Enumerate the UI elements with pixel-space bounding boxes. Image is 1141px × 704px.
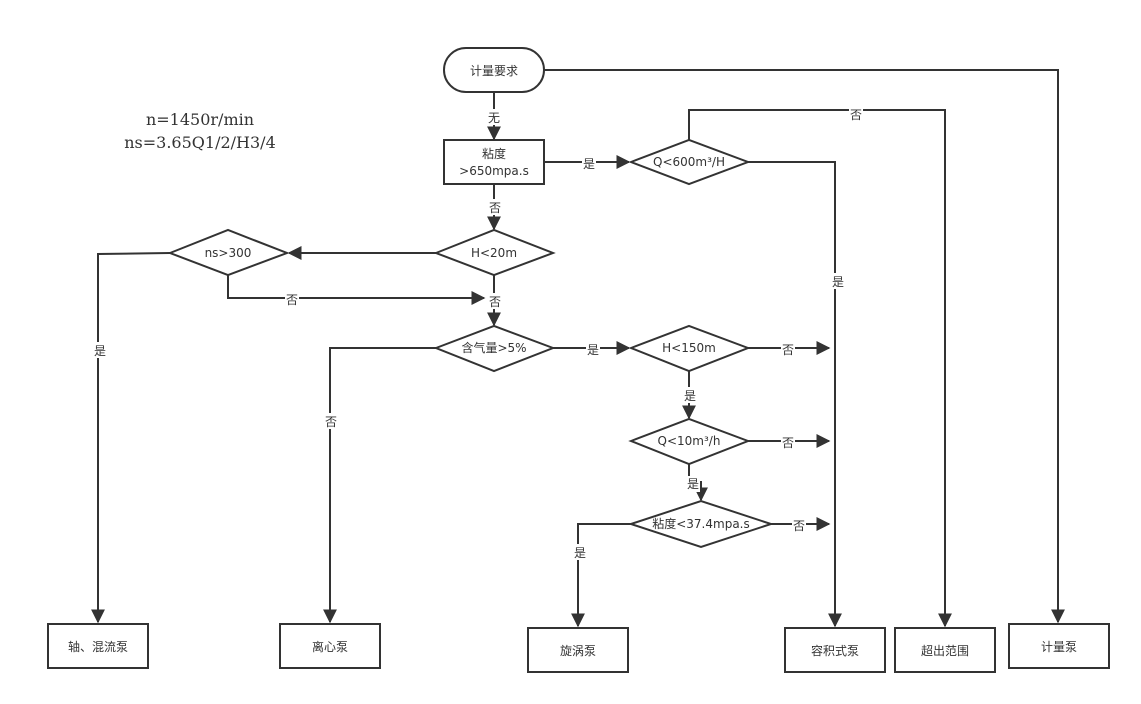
edge-label-visc-no: 否 [487, 199, 501, 215]
svg-text:是: 是 [832, 275, 844, 289]
edge-visc37-yes [571, 523, 631, 628]
svg-text:是: 是 [687, 477, 699, 491]
svg-text:粘度: 粘度 [482, 146, 506, 161]
svg-text:H<150m: H<150m [662, 341, 716, 355]
svg-text:容积式泵: 容积式泵 [811, 643, 859, 658]
svg-text:是: 是 [587, 343, 599, 357]
specific-speed-formula: ns=3.65Q1/2/H3/4 [124, 133, 276, 152]
edge-label-visc-yes: 是 [582, 155, 596, 171]
edge-label-gas-no: 否 [323, 413, 337, 429]
svg-text:是: 是 [574, 546, 586, 560]
svg-text:粘度<37.4mpa.s: 粘度<37.4mpa.s [652, 516, 750, 531]
edge-q600-no [688, 109, 952, 628]
svg-text:离心泵: 离心泵 [312, 639, 348, 654]
svg-text:否: 否 [793, 519, 805, 533]
out-of-range-box: 超出范围 [894, 627, 996, 673]
h20-decision: H<20m [433, 228, 556, 277]
svg-text:含气量>5%: 含气量>5% [461, 340, 526, 355]
edge-label-gas-yes: 是 [586, 341, 600, 357]
viscosity-37-decision: 粘度<37.4mpa.s [627, 499, 775, 549]
metering-pump-box: 计量泵 [1008, 623, 1110, 669]
svg-text:是: 是 [583, 157, 595, 171]
edge-ns300-no [227, 275, 486, 305]
svg-text:否: 否 [782, 343, 794, 357]
svg-text:Q<10m³/h: Q<10m³/h [658, 434, 721, 448]
svg-text:是: 是 [94, 344, 106, 358]
viscosity-650-process: 粘度 >650mpa.s [443, 139, 545, 185]
svg-text:否: 否 [325, 415, 337, 429]
svg-text:超出范围: 超出范围 [921, 643, 969, 658]
edge-label-start-visc: 无 [487, 109, 501, 125]
edge-label-h150-yes: 是 [683, 387, 697, 403]
svg-text:否: 否 [286, 293, 298, 307]
svg-text:Q<600m³/H: Q<600m³/H [653, 155, 725, 169]
edge-label-visc37-yes: 是 [573, 544, 587, 560]
vortex-pump-box: 旋涡泵 [527, 627, 629, 673]
svg-text:否: 否 [850, 108, 862, 122]
svg-text:否: 否 [489, 295, 501, 309]
edge-label-q600-yes: 是 [831, 273, 845, 289]
edge-q600-yes [748, 161, 842, 628]
q600-decision: Q<600m³/H [628, 138, 751, 186]
svg-text:计量泵: 计量泵 [1041, 640, 1077, 654]
ns300-decision: ns>300 [167, 228, 290, 277]
edge-label-ns300-no: 否 [285, 291, 299, 307]
svg-text:H<20m: H<20m [471, 246, 517, 260]
axial-mixed-flow-pump-box: 轴、混流泵 [47, 623, 149, 669]
svg-text:否: 否 [489, 201, 501, 215]
svg-text:轴、混流泵: 轴、混流泵 [68, 639, 128, 654]
rpm-annotation: n=1450r/min [146, 110, 254, 129]
edge-label-q600-no: 否 [849, 106, 863, 122]
svg-text:>650mpa.s: >650mpa.s [459, 164, 529, 178]
svg-text:否: 否 [782, 436, 794, 450]
edge-label-h150-no: 否 [781, 341, 795, 357]
edge-gas-no [323, 347, 436, 624]
edge-ns300-yes [91, 252, 171, 624]
svg-text:计量要求: 计量要求 [470, 64, 518, 78]
edge-label-q10-no: 否 [781, 434, 795, 450]
h150-decision: H<150m [628, 324, 751, 373]
q10-decision: Q<10m³/h [628, 417, 751, 466]
svg-text:是: 是 [684, 389, 696, 403]
edge-label-q10-yes: 是 [686, 476, 700, 492]
edge-label-ns300-yes: 是 [91, 342, 106, 358]
svg-text:无: 无 [488, 111, 500, 125]
gas-content-decision: 含气量>5% [433, 324, 556, 373]
edge-start-to-metering-pump [544, 69, 1065, 624]
svg-text:旋涡泵: 旋涡泵 [560, 644, 596, 658]
start-terminal: 计量要求 [443, 47, 545, 93]
svg-text:ns>300: ns>300 [205, 246, 252, 260]
edge-label-visc37-no: 否 [792, 517, 806, 533]
positive-displacement-pump-box: 容积式泵 [784, 627, 886, 673]
edge-label-h20-no: 否 [488, 293, 502, 309]
centrifugal-pump-box: 离心泵 [279, 623, 381, 669]
